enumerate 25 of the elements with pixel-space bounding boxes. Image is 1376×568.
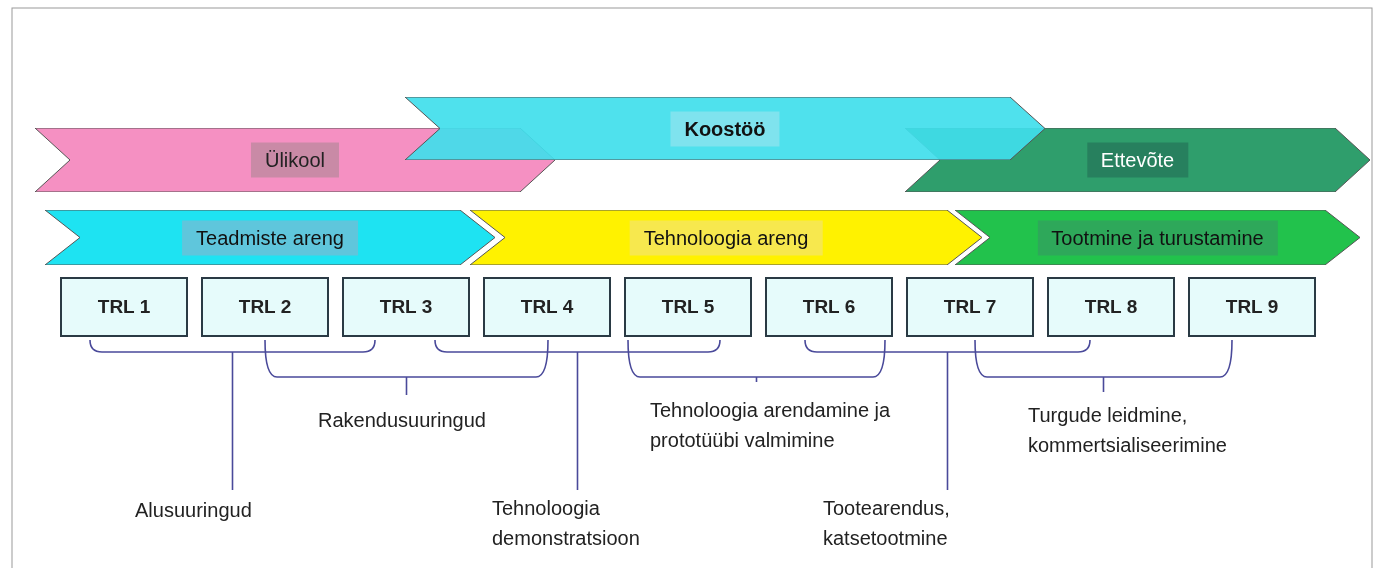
level-box: TRL 8: [1047, 277, 1175, 337]
phase-banner: [470, 210, 982, 265]
phase-banner: [45, 210, 495, 265]
level-box: TRL 3: [342, 277, 470, 337]
stage-label: Rakendusuuringud: [318, 408, 487, 433]
stage-label: Tehnoloogia demonstratsioon: [492, 496, 641, 551]
stage-label: Tootearendus, katsetootmine: [823, 496, 951, 551]
banner-label: Teadmiste areng: [182, 220, 358, 255]
banner-label: Koostöö: [670, 111, 780, 146]
stage-label: Turgude leidmine, kommertsialiseerimine: [1028, 403, 1228, 458]
banner-label: Tehnoloogia areng: [629, 220, 823, 255]
banner-label: Tootmine ja turustamine: [1037, 220, 1278, 255]
banner-label: Ülikool: [251, 142, 339, 178]
level-box: TRL 1: [60, 277, 188, 337]
banner-label: Ettevõte: [1086, 142, 1189, 178]
level-box: TRL 9: [1188, 277, 1316, 337]
phase-banner: [405, 97, 1045, 160]
phase-banner: [955, 210, 1360, 265]
level-box: TRL 7: [906, 277, 1034, 337]
level-box: TRL 5: [624, 277, 752, 337]
level-box: TRL 2: [201, 277, 329, 337]
level-box: TRL 4: [483, 277, 611, 337]
stage-label: Alusuuringud: [135, 498, 253, 523]
stage-label: Tehnoloogia arendamine ja prototüübi valmimine: [650, 398, 892, 453]
level-box: TRL 6: [765, 277, 893, 337]
